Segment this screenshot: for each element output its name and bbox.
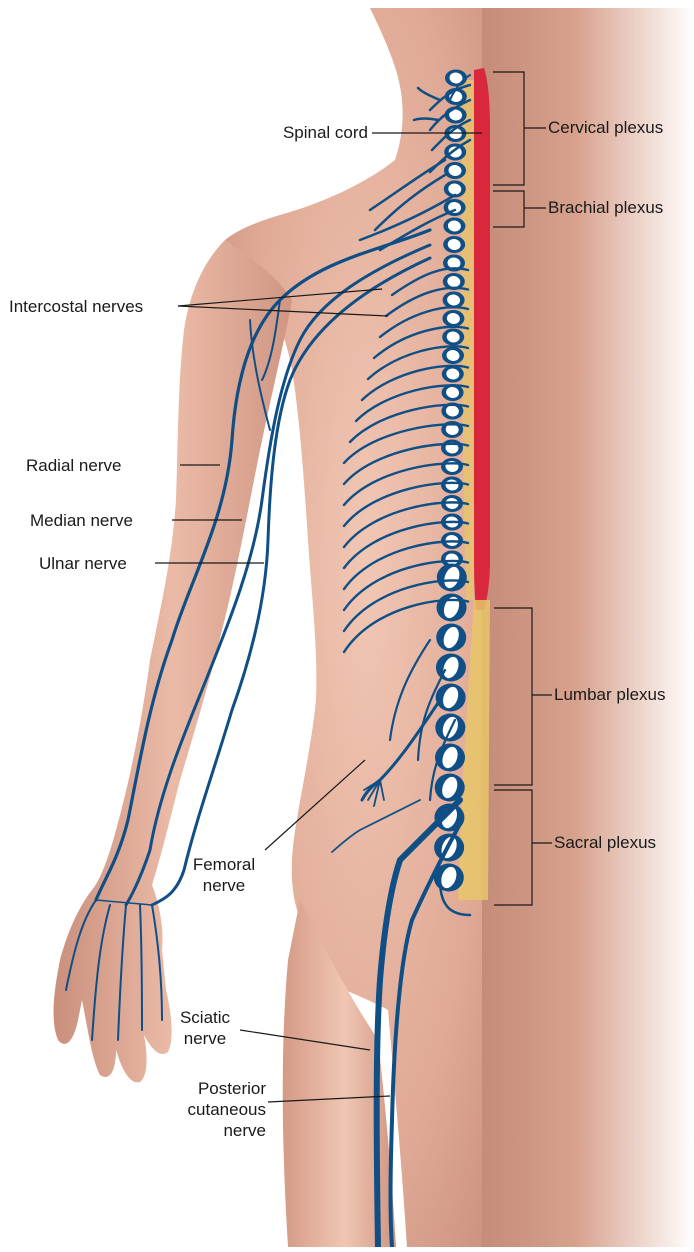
femoral-nerve-label-line2: nerve	[184, 875, 264, 896]
sciatic-nerve-label: Sciatic nerve	[170, 1007, 240, 1049]
femoral-nerve-label: Femoral nerve	[184, 854, 264, 896]
posterior-cutaneous-nerve-label-line1: Posterior	[168, 1078, 266, 1099]
brachial-plexus-label: Brachial plexus	[548, 197, 663, 218]
back-silhouette	[478, 8, 694, 1247]
posterior-cutaneous-nerve-label: Posterior cutaneous nerve	[168, 1078, 266, 1141]
posterior-cutaneous-nerve-label-line2: cutaneous	[168, 1099, 266, 1120]
radial-nerve-label: Radial nerve	[26, 455, 121, 476]
posterior-cutaneous-nerve-label-line3: nerve	[168, 1120, 266, 1141]
sciatic-nerve-label-line1: Sciatic	[170, 1007, 240, 1028]
intercostal-nerves-label: Intercostal nerves	[9, 296, 143, 317]
cervical-plexus-label: Cervical plexus	[548, 117, 663, 138]
sciatic-nerve-label-line2: nerve	[170, 1028, 240, 1049]
sacral-plexus-label: Sacral plexus	[554, 832, 656, 853]
spinal-cord-label: Spinal cord	[262, 122, 368, 143]
lumbar-plexus-label: Lumbar plexus	[554, 684, 666, 705]
femoral-nerve-label-line1: Femoral	[184, 854, 264, 875]
median-nerve-label: Median nerve	[30, 510, 133, 531]
ulnar-nerve-label: Ulnar nerve	[39, 553, 127, 574]
